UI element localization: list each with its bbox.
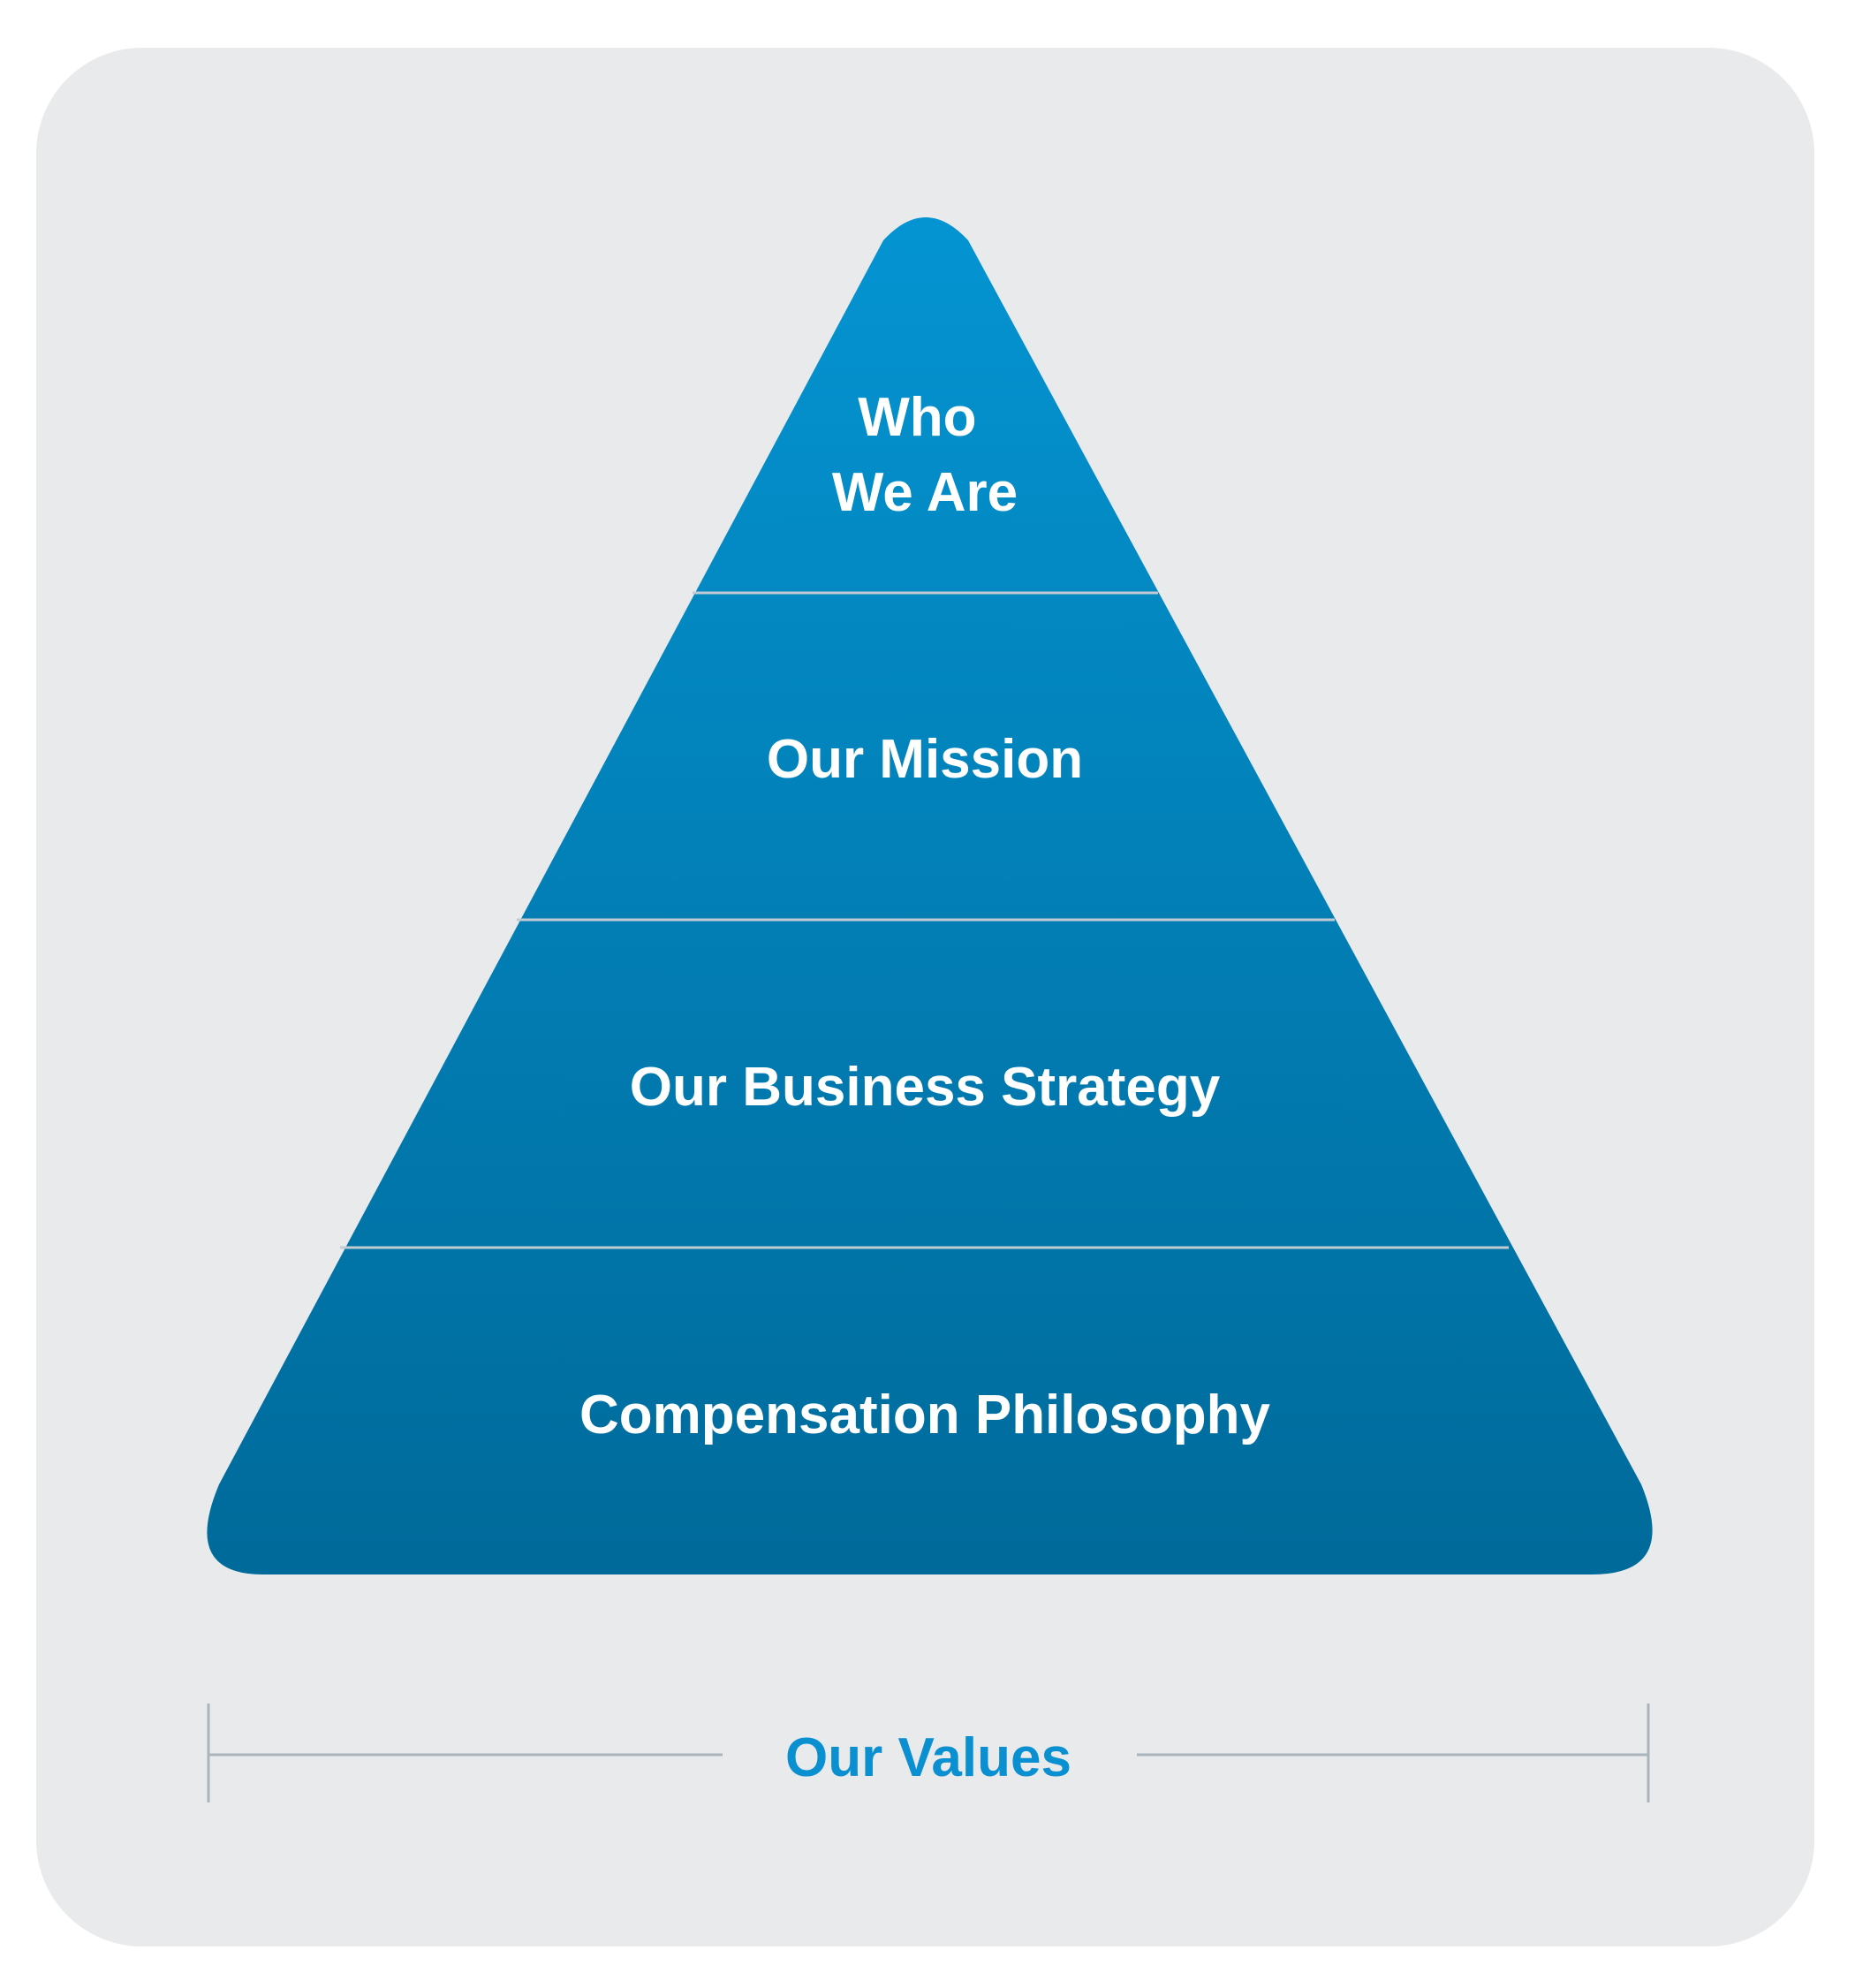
values-bracket <box>207 1703 1650 1802</box>
tier-label-our-mission: Our Mission <box>767 729 1083 790</box>
tier-label-compensation-philosophy: Compensation Philosophy <box>579 1385 1270 1445</box>
tier-label-business-strategy: Our Business Strategy <box>630 1057 1221 1118</box>
pyramid-shape <box>207 217 1653 1574</box>
base-label-our-values: Our Values <box>785 1727 1071 1788</box>
tier-label-who-we-are: Who We Are <box>832 387 1018 523</box>
